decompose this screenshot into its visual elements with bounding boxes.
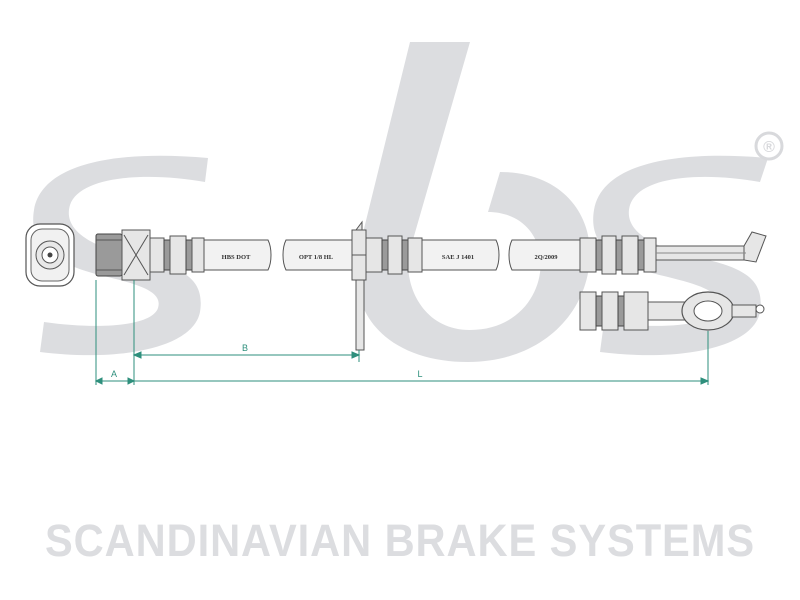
hose-segment-1 [203, 239, 272, 271]
hose-print-2: OPT 1/8 HL [299, 254, 334, 261]
mounting-bracket [351, 220, 367, 351]
dimension-lines [94, 280, 710, 385]
hose-print-4: 2Q/2009 [534, 254, 558, 261]
crimp-ribs-right [579, 235, 657, 275]
brand-watermark-text: SCANDINAVIAN BRAKE SYSTEMS [45, 515, 755, 566]
end-view-fitting [25, 223, 75, 287]
hose-segment-2 [282, 239, 353, 271]
registered-mark-text: ® [763, 139, 775, 156]
hose-segment-4 [508, 239, 581, 271]
banjo-fitting-view [579, 291, 765, 331]
brake-hose-assembly: HBS DOT OPT 1/8 HL SAE J 1401 2Q/2009 [95, 220, 767, 351]
logo-letter-b [356, 42, 591, 362]
crimp-ribs-left [149, 235, 205, 275]
dim-label-a: A [111, 369, 117, 379]
hose-print-1: HBS DOT [222, 254, 251, 261]
dim-label-l: L [417, 369, 422, 379]
crimp-ribs-center [365, 235, 423, 275]
hose-segment-3 [421, 239, 500, 271]
dim-label-b: B [242, 343, 248, 353]
registered-mark: ® [754, 131, 784, 161]
hose-print-3: SAE J 1401 [442, 254, 474, 261]
steel-tube-end [655, 231, 767, 263]
